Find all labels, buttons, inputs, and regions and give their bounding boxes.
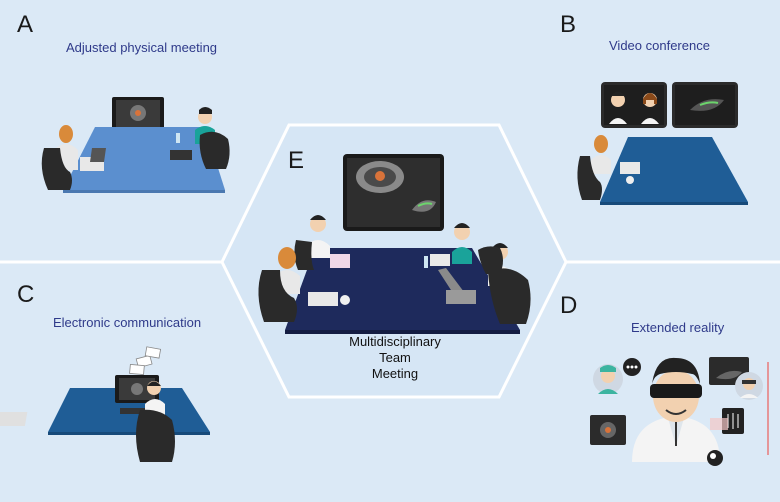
panel-b-letter: B — [560, 11, 577, 38]
panel-b-chair — [577, 156, 602, 200]
panel-b-scene — [577, 82, 748, 205]
panel-c-envelopes — [129, 346, 162, 376]
panel-a-person-left — [59, 125, 73, 143]
panel-e-chair-left — [258, 270, 297, 322]
panel-e-letter: E — [288, 147, 305, 174]
panel-e-caption-line-1: Multidisciplinary — [349, 334, 441, 349]
panel-c-scene — [0, 346, 210, 462]
panel-d-letter: D — [560, 292, 578, 319]
panel-a-chair-right — [199, 131, 230, 169]
panel-e-caption-line-3: Meeting — [371, 366, 419, 381]
panel-b-caption: Video conference — [609, 38, 710, 53]
panel-e-scene — [258, 154, 531, 334]
panel-c-letter: C — [17, 281, 35, 308]
panel-d-vr-headset — [650, 384, 702, 398]
panel-e-caption-line-2: Team — [379, 350, 411, 365]
panel-c-caption: Electronic communication — [53, 315, 202, 330]
panel-a-chair-left — [41, 148, 72, 190]
panel-a-scene — [41, 97, 230, 193]
panel-c-chair — [136, 409, 175, 462]
panel-e-chair-right — [488, 268, 531, 324]
panel-a-letter: A — [17, 11, 34, 38]
panel-a-table — [63, 127, 225, 190]
panel-b-table — [600, 137, 748, 202]
panel-e-table — [285, 248, 520, 330]
panel-d-scene — [590, 357, 769, 466]
panel-e-caption: Multidisciplinary Team Meeting — [320, 334, 470, 382]
panel-a-caption: Adjusted physical meeting — [66, 40, 218, 55]
panel-d-caption: Extended reality — [631, 320, 725, 335]
